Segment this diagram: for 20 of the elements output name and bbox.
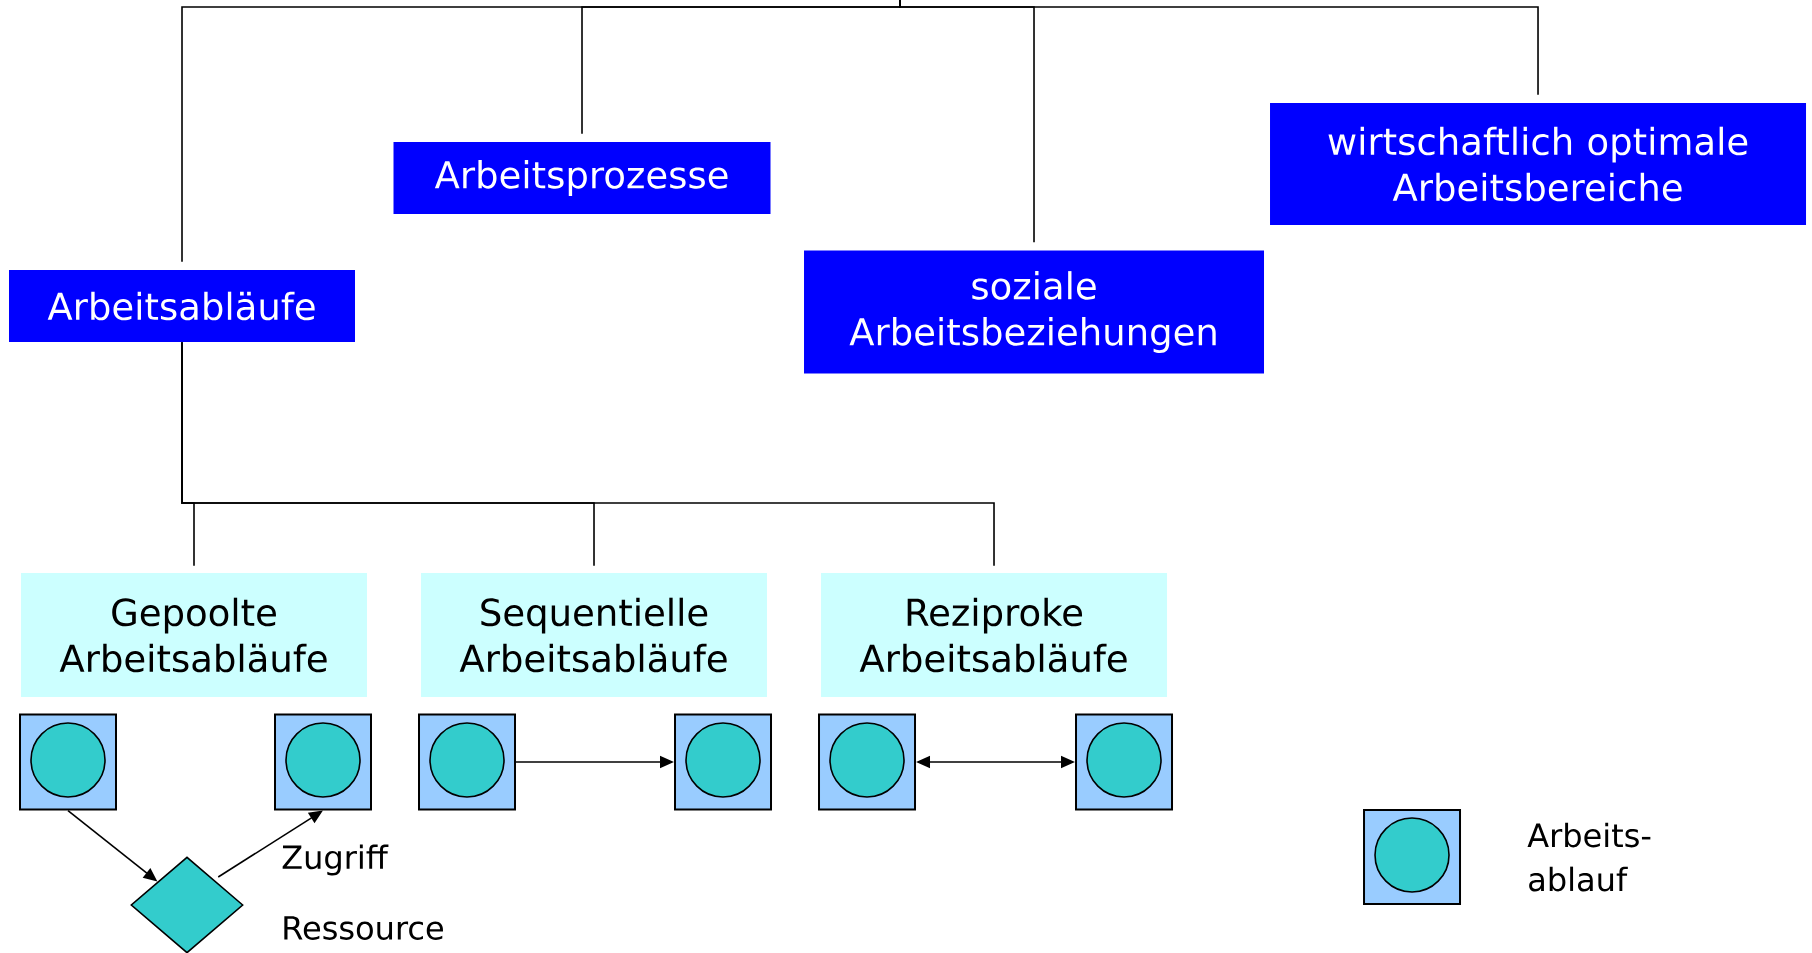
subcategory-box: Sequentielle Arbeitsabläufe [421, 573, 767, 697]
process-icon [418, 713, 516, 811]
process-icon [274, 713, 372, 811]
node-caption: Ressource [284, 916, 443, 940]
subcategory-box: Reziproke Arbeitsabläufe [821, 573, 1167, 697]
resource-diamond [130, 856, 244, 953]
category-box: Arbeitsprozesse [393, 142, 771, 214]
category-box: wirtschaftlich optimale Arbeitsbereiche [1270, 103, 1806, 225]
category-box: soziale Arbeitsbeziehungen [804, 250, 1264, 374]
process-icon [1075, 713, 1173, 811]
tree-line [899, 0, 1539, 96]
arrow [217, 810, 323, 878]
category-box: Arbeitsabläufe [9, 270, 355, 342]
process-icon [674, 713, 772, 811]
subcategory-box: Gepoolte Arbeitsabläufe [21, 573, 367, 697]
legend-label: Arbeits- ablauf [1527, 822, 1651, 892]
process-icon [818, 713, 916, 811]
edge-label: Zugriff [282, 844, 389, 876]
process-icon [19, 713, 117, 811]
tree-line [181, 341, 995, 567]
